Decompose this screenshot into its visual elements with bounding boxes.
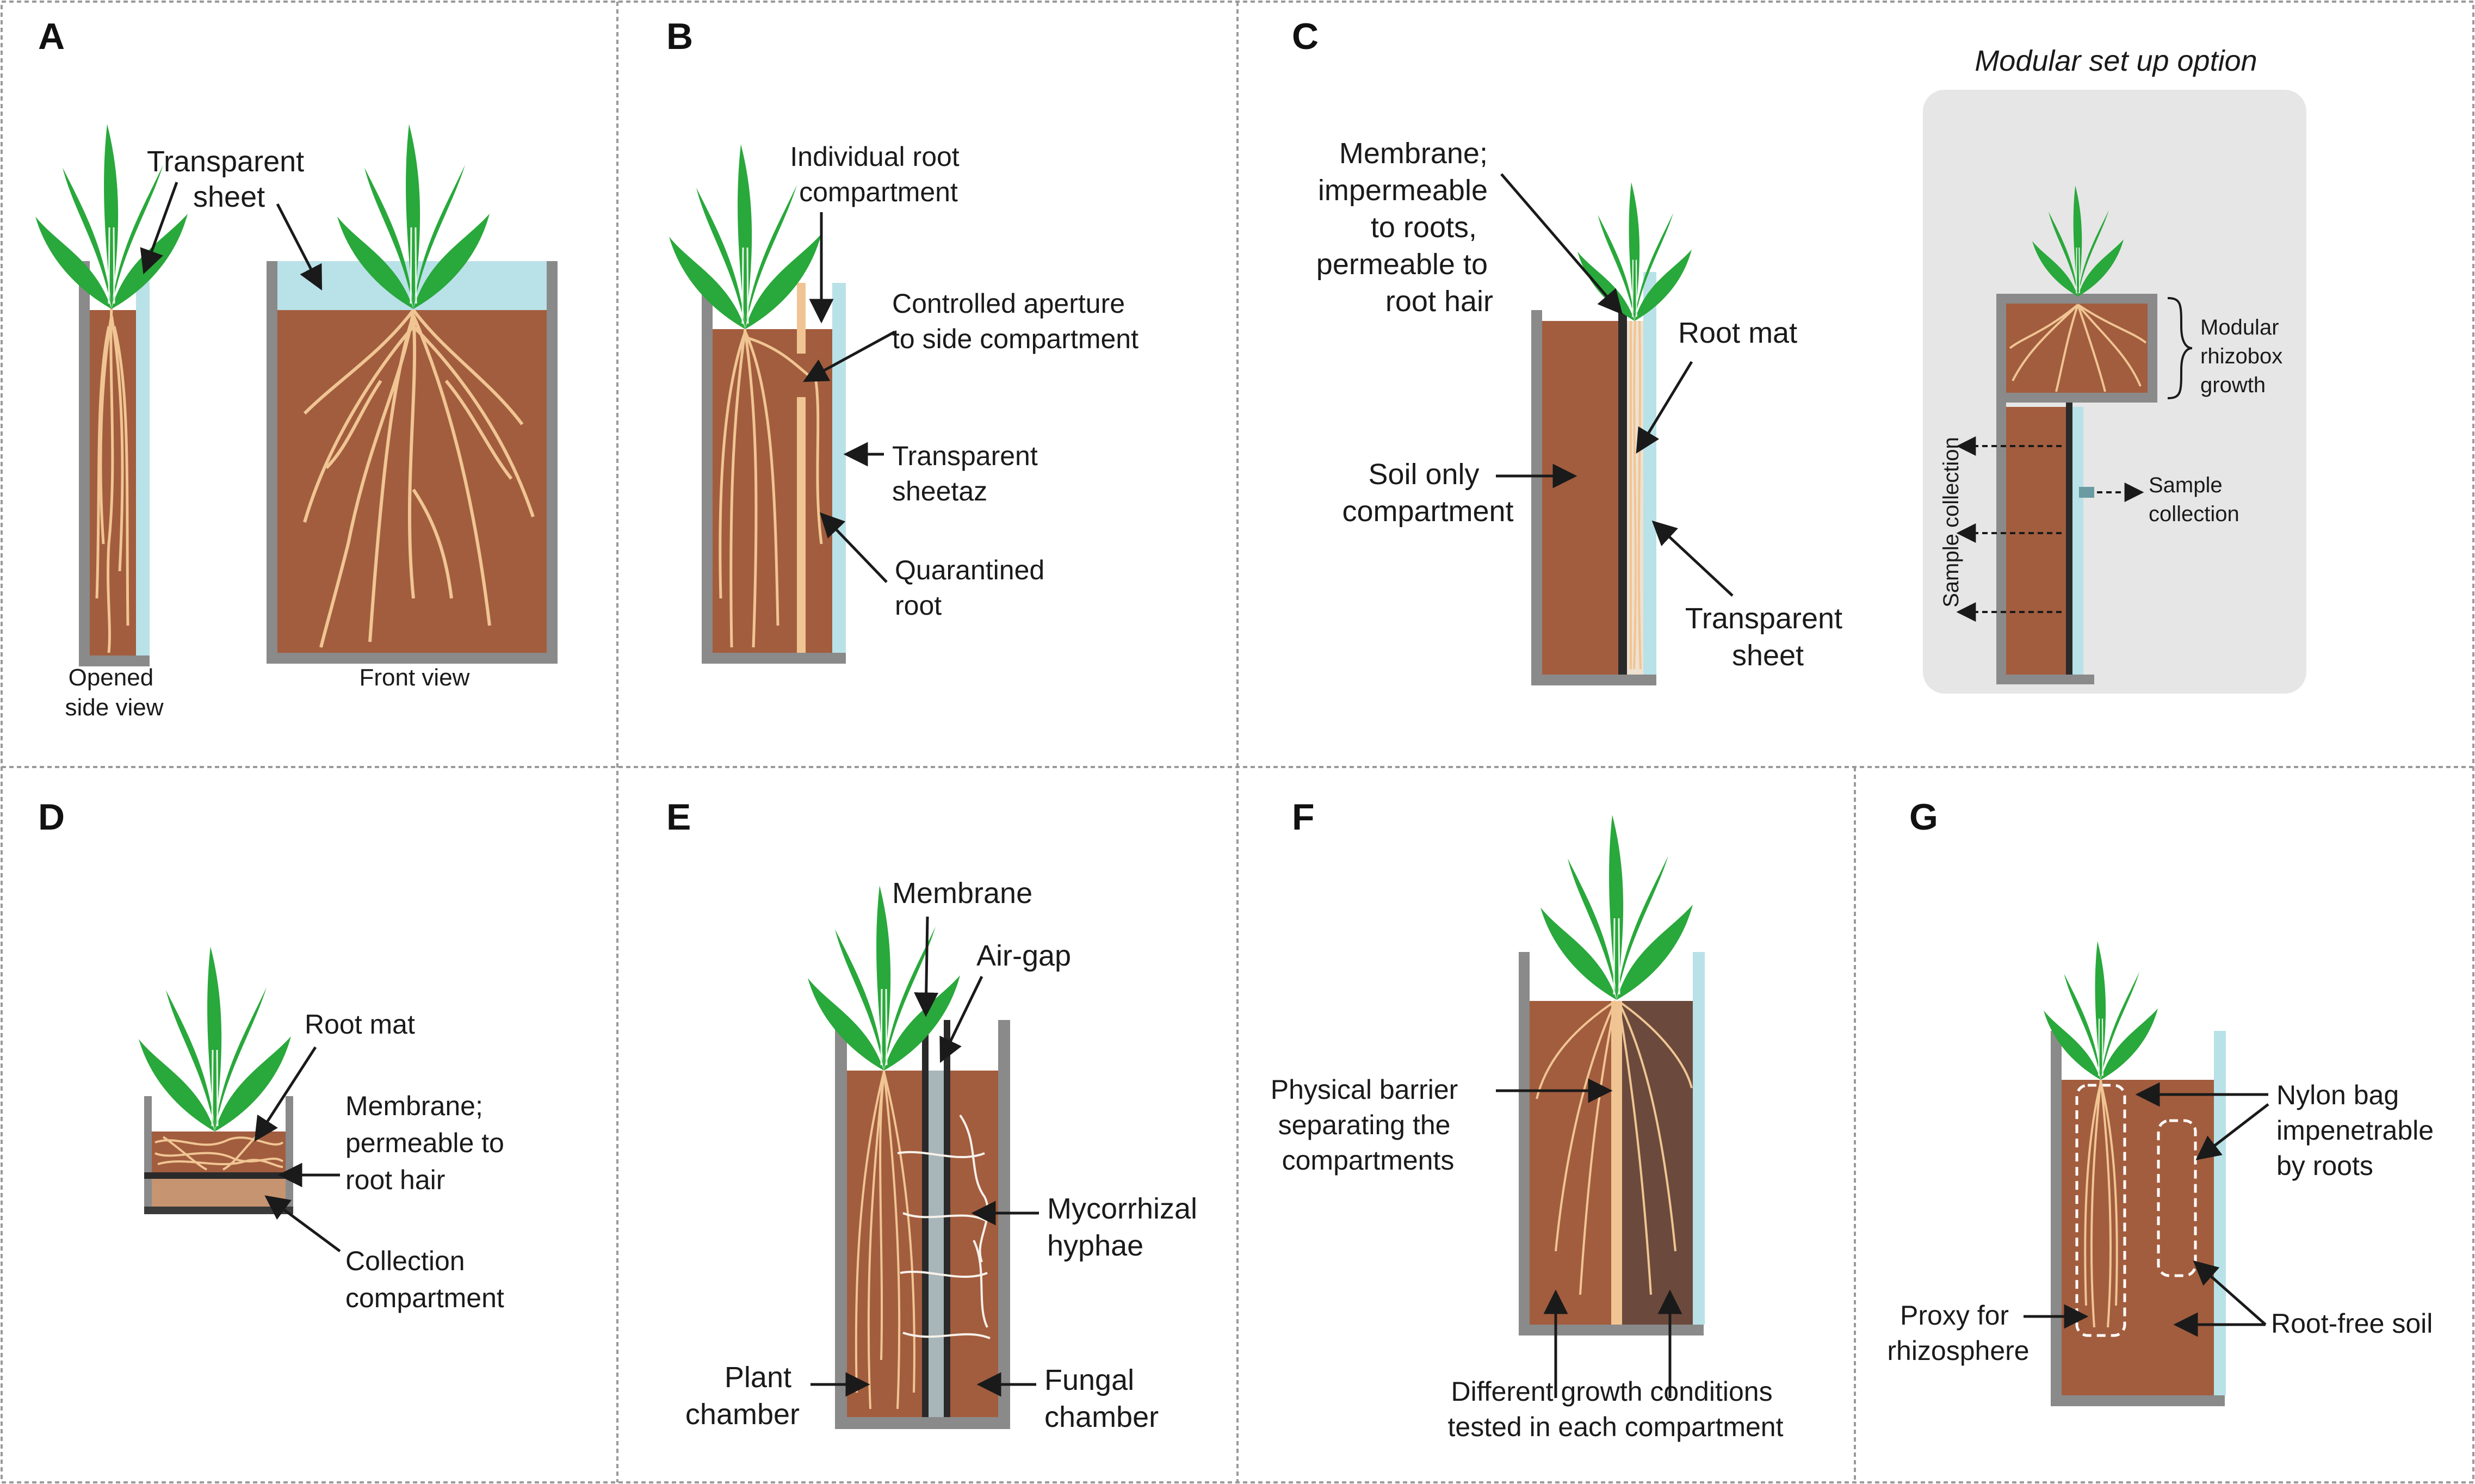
label-nylon-bag: Nylon bag impenetrable by roots: [2276, 1080, 2441, 1181]
label-proxy-rhizosphere: Proxy for rhizosphere: [1887, 1300, 2029, 1366]
modular-roots: [2009, 304, 2147, 392]
label-collection-compartment: Collection compartment: [345, 1246, 504, 1313]
label-membrane-d: Membrane; permeable to root hair: [345, 1091, 512, 1195]
panel-letter-g: G: [1909, 796, 1938, 838]
label-modular-growth: Modular rhizobox growth: [2200, 316, 2288, 397]
label-root-free-soil: Root-free soil: [2271, 1308, 2433, 1339]
panel-a: A: [34, 16, 558, 721]
label-sample-collection-vertical: Sample collection: [1939, 437, 1963, 608]
panel-g: G Nylon bag impenetrable by roots Proxy …: [1887, 796, 2441, 1406]
label-membrane-c: Membrane; impermeable to roots, permeabl…: [1316, 137, 1496, 318]
label-opened-side-view: Opened side view: [65, 664, 164, 721]
label-fungal-chamber: Fungal chamber: [1044, 1364, 1159, 1433]
panel-letter-a: A: [38, 16, 65, 57]
panel-letter-d: D: [38, 796, 65, 838]
f-plant: [1539, 814, 1694, 1001]
panel-f: F Physical barrier separating the compar…: [1271, 796, 1784, 1442]
panel-letter-b: B: [666, 16, 693, 57]
label-transparent-sheetaz: Transparent sheetaz: [892, 441, 1045, 506]
nylon-bag-root-free: [2157, 1119, 2197, 1277]
front-view-roots: [303, 309, 535, 648]
label-soil-only: Soil only compartment: [1342, 458, 1513, 528]
label-physical-barrier: Physical barrier separating the compartm…: [1271, 1074, 1465, 1176]
c-plant: [1576, 181, 1693, 322]
d-plant: [138, 945, 292, 1133]
e-plant: [807, 885, 961, 1072]
label-growth-conditions: Different growth conditions tested in ea…: [1448, 1376, 1784, 1442]
nylon-bag-rhizosphere: [2075, 1084, 2126, 1337]
label-plant-chamber: Plant chamber: [685, 1361, 800, 1431]
e-roots: [855, 1070, 915, 1409]
panel-letter-f: F: [1292, 796, 1315, 838]
d-root-mat: [154, 1136, 284, 1171]
panel-letter-e: E: [666, 796, 691, 838]
modular-setup-box: [1923, 90, 2306, 694]
label-quarantined-root: Quarantined root: [895, 555, 1052, 621]
label-transparent-sheet-a: Transparent sheet: [147, 145, 312, 213]
side-view-rhizobox: [34, 123, 189, 666]
c-root-mat: [1630, 320, 1642, 670]
label-individual-root: Individual root compartment: [790, 141, 967, 207]
label-front-view: Front view: [360, 664, 470, 691]
panel-c: C Membrane; impermeable to roots, permea…: [1292, 16, 2306, 694]
label-root-mat-d: Root mat: [305, 1009, 415, 1040]
panel-e: E Membrane Air-gap Mycorrhizal: [666, 796, 1205, 1433]
modular-title: Modular set up option: [1975, 45, 2257, 77]
label-sample-collection-right: Sample collection: [2149, 473, 2239, 526]
panel-b: B Individual root compartment Controlled…: [666, 16, 1138, 664]
label-membrane-e: Membrane: [892, 877, 1032, 910]
label-air-gap: Air-gap: [976, 939, 1071, 972]
label-mycorrhizal-hyphae: Mycorrhizal hyphae: [1047, 1192, 1205, 1262]
label-controlled-aperture: Controlled aperture to side compartment: [892, 288, 1138, 354]
b-roots: [719, 329, 823, 648]
side-view-roots: [95, 307, 129, 653]
f-roots: [1536, 1000, 1693, 1295]
front-view-rhizobox: [267, 123, 558, 664]
label-root-mat-c: Root mat: [1678, 317, 1797, 349]
panel-letter-c: C: [1292, 16, 1319, 57]
label-transparent-sheet-c: Transparent sheet: [1685, 602, 1851, 672]
g-roots: [2084, 1079, 2118, 1328]
panel-d: D Root mat Membrane; permeable to root h…: [38, 796, 512, 1313]
